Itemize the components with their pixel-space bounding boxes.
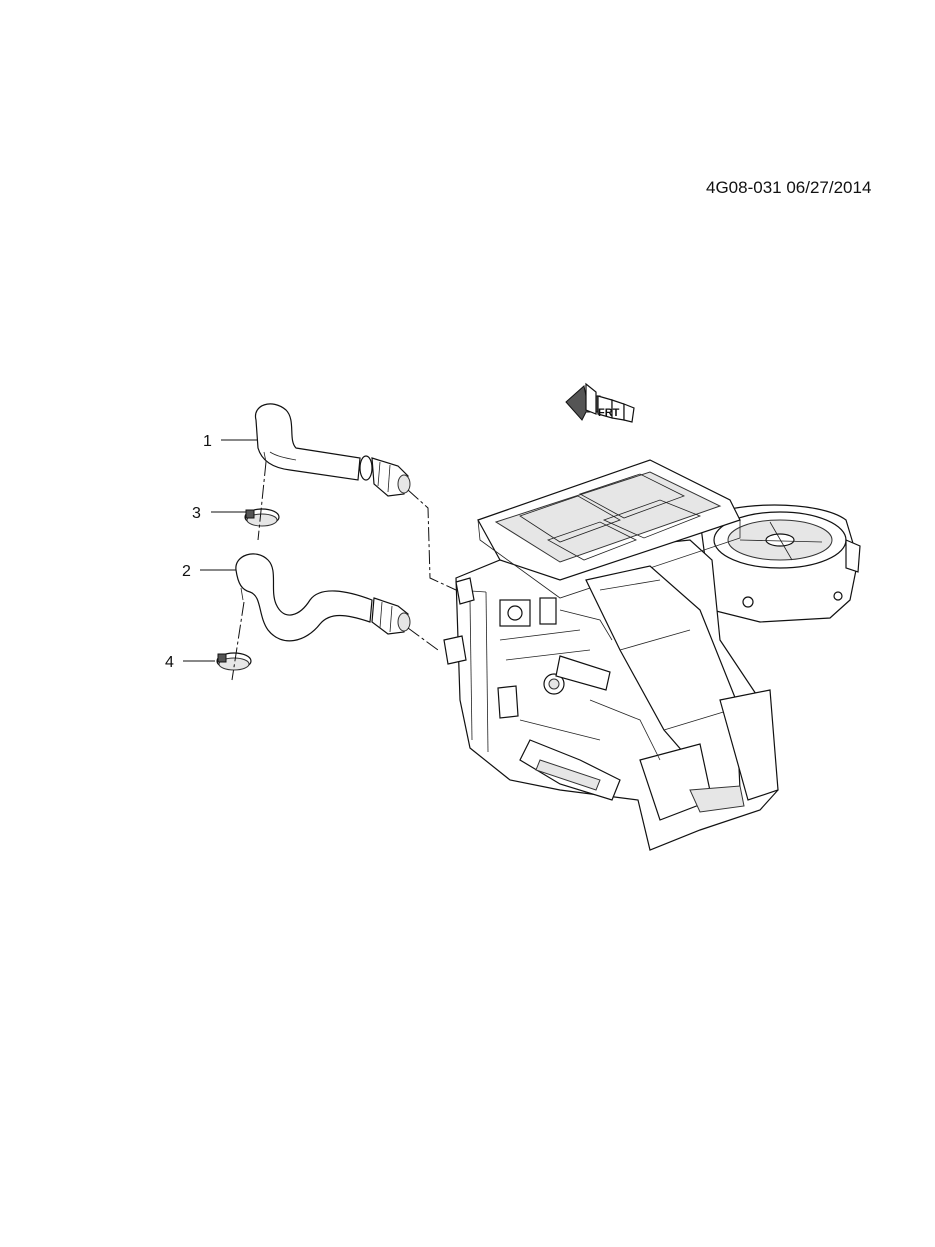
- hose-2: [235, 553, 411, 642]
- reference-code: 4G08-031 06/27/2014: [706, 178, 872, 197]
- assembly-line-hose2-unit: [407, 627, 439, 651]
- assembly-lines: [231, 461, 457, 681]
- assembly-line-hose1-clamp3: [257, 461, 267, 541]
- callout-4-number: 4: [165, 654, 174, 671]
- clamp-3: [244, 508, 280, 527]
- inlet-port-lower: [443, 635, 467, 665]
- callout-2-number: 2: [182, 563, 191, 580]
- hose-1: [254, 403, 411, 497]
- assembly-line-hose2-clamp4: [231, 601, 245, 681]
- actuator-lower: [497, 685, 519, 719]
- callout-1-number: 1: [203, 433, 212, 450]
- hvac-module: [443, 459, 861, 851]
- front-arrow-icon: FRT: [565, 382, 635, 423]
- callout-4: 4: [165, 654, 215, 671]
- front-marker-label: FRT: [598, 407, 620, 419]
- assembly-line-hose1-unit: [407, 489, 457, 591]
- clamp-4: [216, 652, 252, 671]
- callout-2: 2: [182, 563, 238, 580]
- callout-3-number: 3: [192, 505, 201, 522]
- callout-1: 1: [203, 433, 262, 450]
- callout-3: 3: [192, 505, 246, 522]
- inlet-port-upper: [455, 577, 475, 605]
